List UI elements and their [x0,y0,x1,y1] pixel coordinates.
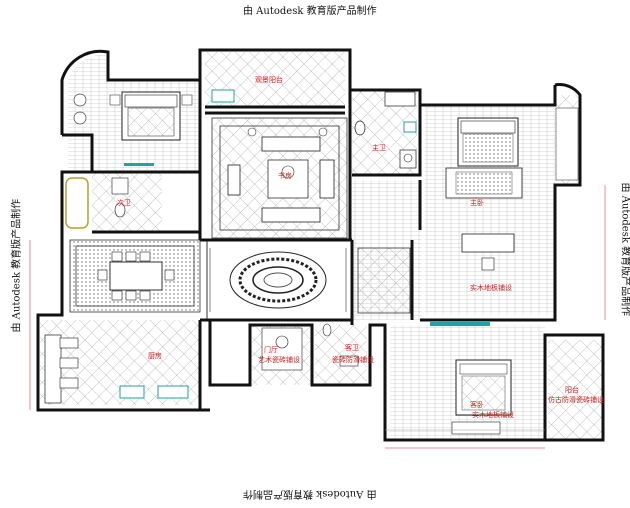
bathtub [66,178,88,228]
wc-floor [315,325,367,385]
label-wc: 客卫 [345,343,359,352]
living-medallion [230,252,326,308]
watermark-right: 由 Autodesk 教育版产品制作 [620,183,630,333]
label-hall-note: 艺术瓷砖铺设 [258,355,300,364]
label-master-bed-note: 实木地板铺设 [470,283,512,292]
watermark-left: 由 Autodesk 教育版产品制作 [8,183,23,333]
label-guest-bed-note: 实木地板铺设 [472,410,514,419]
desk [462,234,514,252]
label-hall: 门厅 [264,345,278,354]
label-bathroom-right: 主卫 [372,143,386,152]
label-study: 书房 [278,171,292,180]
label-bathroom-left: 次卫 [117,198,131,207]
watermark-bottom: 由 Autodesk 教育版产品制作 [243,488,377,503]
label-master-bed: 主卧 [470,198,484,207]
label-balcony-top: 观景阳台 [255,75,283,84]
bed-left [110,92,192,140]
label-balcony-right-note: 仿古防滑瓷砖铺设 [548,395,604,404]
label-kitchen: 厨房 [148,351,162,360]
label-wc-note: 瓷砖防滑铺设 [332,355,374,364]
label-balcony-right: 阳台 [565,385,579,394]
label-guest-bed: 客卧 [470,400,484,409]
watermark-top: 由 Autodesk 教育版产品制作 [243,2,377,17]
